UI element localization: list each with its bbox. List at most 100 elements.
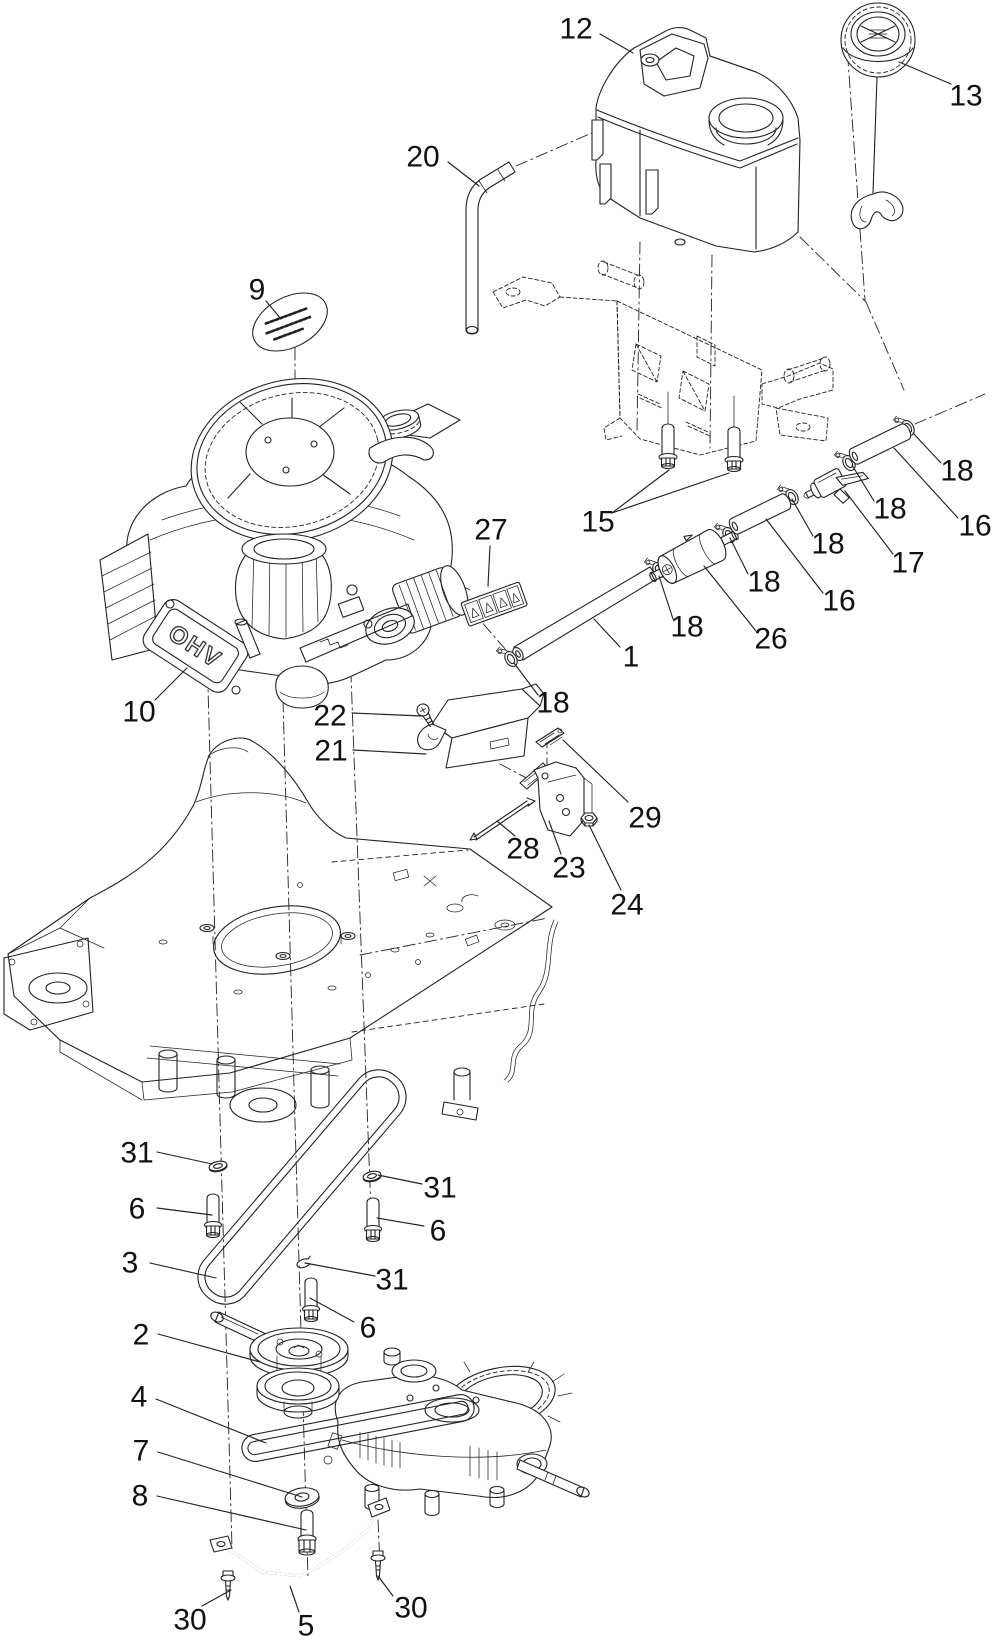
callout-leader-22	[351, 712, 423, 717]
nut	[580, 812, 598, 827]
callout-16: 16	[958, 510, 991, 543]
callout-10: 10	[122, 696, 155, 729]
callout-leader-31	[156, 1151, 213, 1165]
callout-6: 6	[129, 1193, 146, 1226]
callout-leader-15	[611, 469, 670, 514]
pulley	[210, 1311, 349, 1419]
callout-18: 18	[873, 493, 906, 526]
callout-leader-18	[791, 498, 814, 537]
rod-screw	[370, 1550, 386, 1581]
callout-leader-9	[265, 300, 282, 320]
callout-leader-12	[599, 33, 634, 54]
fuel-line	[495, 415, 915, 668]
callout-6: 6	[430, 1215, 447, 1248]
callout-18: 18	[670, 611, 703, 644]
callout-29: 29	[628, 802, 661, 835]
warning-decal	[460, 581, 528, 627]
callout-leader-3	[149, 1262, 217, 1279]
callout-23: 23	[552, 852, 585, 885]
callout-leader-10	[154, 667, 188, 701]
callout-7: 7	[133, 1435, 150, 1468]
fuel-hose	[728, 493, 792, 535]
callout-28: 28	[506, 833, 539, 866]
brake-rod	[209, 1497, 391, 1601]
bolt	[297, 1509, 317, 1556]
callout-2: 2	[133, 1319, 150, 1352]
callout-leader-31	[304, 1262, 376, 1277]
callout-leader-16	[893, 447, 959, 519]
callout-leader-5	[289, 1585, 300, 1613]
cable-bracket-group	[469, 727, 598, 841]
callout-leader-18	[658, 575, 674, 620]
callout-leader-31	[377, 1174, 423, 1185]
tank-bracket	[492, 260, 834, 456]
callout-6: 6	[360, 1312, 377, 1345]
callout-leader-2	[157, 1333, 261, 1363]
callout-30: 30	[394, 1592, 427, 1625]
upper-belt	[197, 1069, 407, 1305]
callout-leader-23	[548, 820, 562, 855]
bracket-bolts	[658, 391, 744, 473]
callout-leader-8	[156, 1495, 307, 1531]
callout-leader-30	[377, 1575, 394, 1597]
callout-27: 27	[474, 514, 507, 547]
fuel-filter	[649, 528, 739, 584]
callout-31: 31	[423, 1172, 456, 1205]
callout-21: 21	[314, 735, 347, 768]
callout-leader-18	[513, 662, 539, 696]
callout-1: 1	[623, 641, 640, 674]
callout-leader-15	[611, 472, 730, 514]
callout-leader-1	[593, 618, 621, 648]
fuel-hose	[848, 423, 912, 465]
transmission	[323, 1347, 590, 1517]
callout-5: 5	[298, 1610, 315, 1642]
callout-leader-26	[703, 565, 757, 632]
callout-3: 3	[122, 1247, 139, 1280]
callout-leader-13	[898, 61, 952, 85]
callout-leader-20	[447, 161, 480, 187]
callout-leader-30	[201, 1589, 232, 1607]
callout-30: 30	[173, 1604, 206, 1637]
fuel-cap	[840, 2, 916, 230]
callout-leader-7	[157, 1451, 303, 1498]
cover-screw	[416, 703, 435, 728]
callout-12: 12	[559, 13, 592, 46]
callout-leader-21	[352, 749, 427, 755]
callout-18: 18	[811, 528, 844, 561]
fuel-tank	[591, 27, 801, 253]
callout-leader-6	[309, 1297, 355, 1323]
callout-17: 17	[891, 547, 924, 580]
callout-20: 20	[406, 141, 439, 174]
callout-leader-27	[487, 545, 491, 587]
callout-31: 31	[375, 1264, 408, 1297]
rod-screw	[220, 1570, 236, 1601]
callout-leader-6	[376, 1217, 425, 1227]
callout-leader-17	[844, 490, 894, 555]
callout-leader-18	[851, 464, 875, 502]
callout-9: 9	[249, 274, 266, 307]
callout-15: 15	[581, 506, 614, 539]
callout-leader-28	[496, 820, 516, 837]
callout-leader-6	[156, 1207, 213, 1216]
callout-22: 22	[313, 700, 346, 733]
deck	[3, 737, 559, 1123]
callout-leader-24	[588, 824, 622, 891]
callout-leader-29	[562, 739, 629, 803]
lower-belt	[241, 1394, 475, 1462]
callout-13: 13	[949, 80, 982, 113]
callout-31: 31	[120, 1137, 153, 1170]
fuel-valve	[803, 468, 869, 504]
callout-leader-16	[765, 518, 824, 594]
callout-leader-18	[729, 537, 749, 575]
callout-leader-18	[912, 432, 942, 464]
callout-24: 24	[610, 889, 643, 922]
engine: OHV	[99, 377, 469, 709]
belt-cover	[416, 683, 545, 769]
callout-26: 26	[754, 623, 787, 656]
callout-4: 4	[131, 1381, 148, 1414]
washers-bolts	[203, 1160, 383, 1323]
callout-18: 18	[536, 687, 569, 720]
